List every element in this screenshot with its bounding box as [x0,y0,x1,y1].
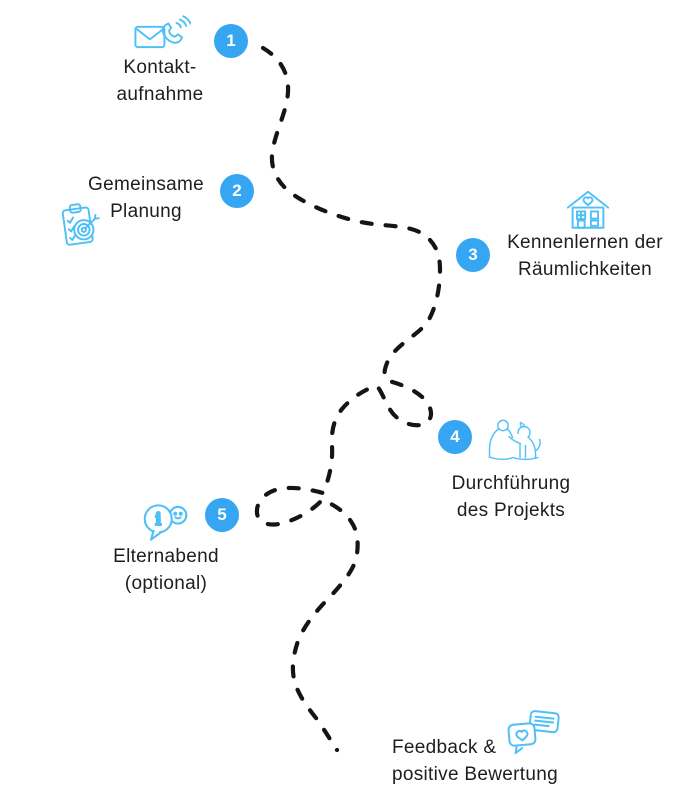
step-label-line1: Gemeinsame [88,174,204,195]
step-label-line1: Durchführung [451,473,571,494]
step-label-line1: Elternabend [113,546,219,567]
step-2-label: Gemeinsame Planung [46,171,246,225]
step-3-label: Kennenlernen der Räumlichkeiten [480,229,690,283]
house-heart-icon [563,188,613,231]
step-label-line2: Planung [110,201,182,222]
step-label-line2: positive Bewertung [392,764,558,785]
step-label-line2: aufnahme [116,84,204,105]
step-5-number: 5 [217,505,227,524]
person-dog-icon [482,416,546,466]
step-label-line1: Kontakt- [123,57,197,78]
mail-phone-icon [133,13,191,60]
step-3-badge: 3 [456,238,490,272]
clipboard-target-icon [52,196,106,252]
feedback-label: Feedback & positive Bewertung [392,734,612,788]
step-2-number: 2 [232,181,242,200]
step-1-number: 1 [226,31,236,50]
step-5-label: Elternabend (optional) [66,543,266,597]
step-label-line2: Räumlichkeiten [517,259,653,280]
step-3-number: 3 [468,245,478,264]
step-4-number: 4 [450,427,460,446]
step-label-line1: Feedback & [392,737,497,758]
step-label-line2: des Projekts [456,500,566,521]
step-label-line2: (optional) [124,573,208,594]
step-1-badge: 1 [214,24,248,58]
svg-text:i: i [155,509,161,529]
step-4-badge: 4 [438,420,472,454]
step-4-label: Durchführung des Projekts [411,470,611,524]
step-2-badge: 2 [220,174,254,208]
step-label-line1: Kennenlernen der [507,232,663,253]
step-5-badge: 5 [205,498,239,532]
step-1-label: Kontakt- aufnahme [70,54,250,108]
info-chat-icon: i [138,500,192,544]
feedback-hearts-chat-icon [503,707,565,759]
